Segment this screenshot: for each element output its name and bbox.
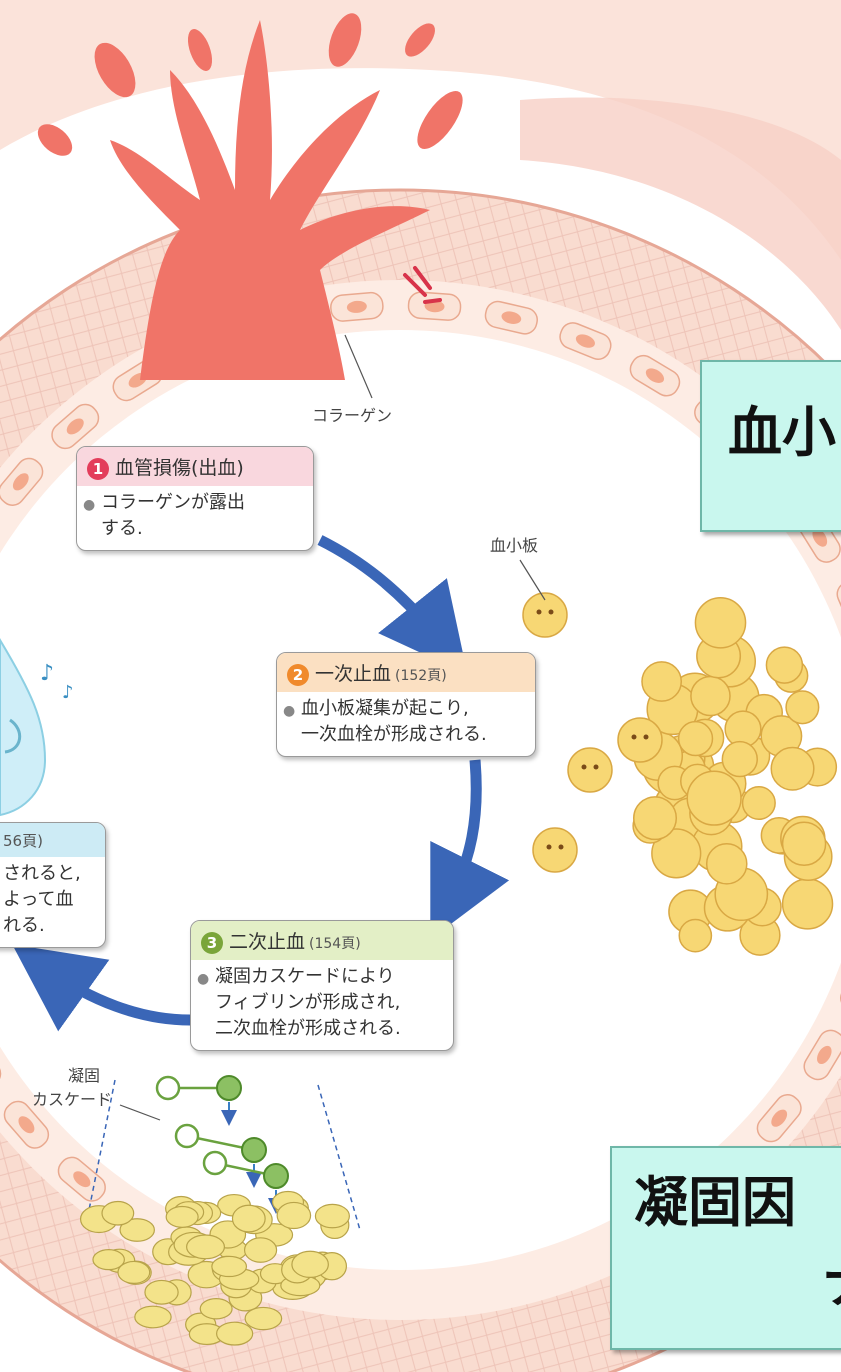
step4-header: 56頁) bbox=[0, 823, 105, 857]
platelet-blob bbox=[771, 747, 814, 790]
step2-page: (152頁) bbox=[395, 668, 447, 684]
platelet-blob bbox=[786, 691, 819, 724]
step1-number: 1 bbox=[87, 458, 109, 480]
music-note-icon: ♪ bbox=[40, 661, 54, 686]
platelet-blob bbox=[691, 676, 730, 715]
step1-title: 血管損傷(出血) bbox=[115, 457, 244, 479]
clot-blob bbox=[245, 1238, 277, 1262]
step4-card: 56頁) されると, よって血 れる. bbox=[0, 822, 106, 948]
platelet-caption-text: 血小 bbox=[728, 388, 841, 467]
platelet-blob bbox=[634, 797, 677, 840]
platelet-blob bbox=[783, 822, 826, 865]
platelet-blob bbox=[679, 920, 711, 952]
step2-line-1: 血小板凝集が起こり, bbox=[291, 696, 523, 722]
clot-blob bbox=[102, 1202, 134, 1225]
step3-page: (154頁) bbox=[309, 936, 361, 952]
clot-blob bbox=[187, 1235, 225, 1259]
platelet-icon bbox=[533, 828, 577, 872]
clot-blob bbox=[135, 1306, 171, 1328]
platelet-blob bbox=[722, 742, 757, 777]
platelet-icon bbox=[568, 748, 612, 792]
platelet-blob bbox=[642, 662, 681, 701]
platelet-blob bbox=[766, 647, 802, 683]
step4-line-1: されると, bbox=[0, 861, 93, 887]
clot-blob bbox=[315, 1204, 349, 1227]
platelet-blob bbox=[687, 771, 741, 825]
clot-blob bbox=[212, 1256, 247, 1276]
clot-blob bbox=[217, 1322, 253, 1345]
coag-factor-caption-text-2: ナ bbox=[822, 1239, 841, 1318]
endothelial-cell bbox=[408, 291, 462, 321]
collagen-label: コラーゲン bbox=[312, 402, 392, 426]
step1-line-2: する. bbox=[91, 516, 301, 542]
step1-line-1: コラーゲンが露出 bbox=[91, 490, 301, 516]
step2-body: ● 血小板凝集が起こり, 一次血栓が形成される. bbox=[277, 692, 535, 756]
step3-line-3: 二次血栓が形成される. bbox=[205, 1016, 441, 1042]
clot-blob bbox=[93, 1250, 124, 1270]
clot-blob bbox=[145, 1280, 178, 1304]
clot-blob bbox=[277, 1202, 310, 1228]
step4-page: 56頁) bbox=[3, 832, 43, 850]
bullet-icon: ● bbox=[197, 966, 209, 992]
platelet-blob bbox=[743, 787, 776, 820]
step4-body: されると, よって血 れる. bbox=[0, 857, 105, 947]
coag-cascade-label-2: カスケード bbox=[32, 1086, 112, 1110]
endothelial-cell bbox=[330, 292, 384, 322]
clot-blob bbox=[232, 1205, 265, 1232]
bullet-icon: ● bbox=[83, 492, 95, 518]
coag-factor-caption-text: 凝固因 bbox=[634, 1158, 841, 1237]
step3-line-2: フィブリンが形成され, bbox=[205, 990, 441, 1016]
step2-number: 2 bbox=[287, 664, 309, 686]
clot-blob bbox=[245, 1307, 281, 1329]
step3-body: ● 凝固カスケードにより フィブリンが形成され, 二次血栓が形成される. bbox=[191, 960, 453, 1050]
coag-factor-caption-box: 凝固因 ナ bbox=[610, 1146, 841, 1350]
step1-header: 1 血管損傷(出血) bbox=[77, 447, 313, 486]
step2-line-2: 一次血栓が形成される. bbox=[291, 722, 523, 748]
clot-blob bbox=[200, 1299, 232, 1319]
platelet-blob bbox=[695, 598, 745, 648]
step4-line-2: よって血 bbox=[0, 887, 93, 913]
step1-body: ● コラーゲンが露出 する. bbox=[77, 486, 313, 550]
step2-card: 2 一次止血(152頁) ● 血小板凝集が起こり, 一次血栓が形成される. bbox=[276, 652, 536, 757]
platelet-caption-box: 血小 bbox=[700, 360, 841, 532]
clot-blob bbox=[292, 1251, 328, 1277]
step3-number: 3 bbox=[201, 932, 223, 954]
step3-header: 3 二次止血(154頁) bbox=[191, 921, 453, 960]
step1-card: 1 血管損傷(出血) ● コラーゲンが露出 する. bbox=[76, 446, 314, 551]
platelet-blob bbox=[679, 722, 713, 756]
coag-cascade-label-1: 凝固 bbox=[68, 1062, 100, 1086]
music-note-icon: ♪ bbox=[62, 682, 74, 703]
step2-header: 2 一次止血(152頁) bbox=[277, 653, 535, 692]
step2-title: 一次止血 bbox=[315, 663, 391, 685]
platelet-icon bbox=[618, 718, 662, 762]
step3-title: 二次止血 bbox=[229, 931, 305, 953]
step4-line-3: れる. bbox=[0, 913, 93, 939]
platelet-blob bbox=[783, 879, 833, 929]
platelet-blob bbox=[707, 844, 747, 884]
bullet-icon: ● bbox=[283, 698, 295, 724]
step3-card: 3 二次止血(154頁) ● 凝固カスケードにより フィブリンが形成され, 二次血… bbox=[190, 920, 454, 1051]
step3-line-1: 凝固カスケードにより bbox=[205, 964, 441, 990]
clot-blob bbox=[166, 1206, 198, 1227]
platelet-label: 血小板 bbox=[490, 532, 538, 556]
